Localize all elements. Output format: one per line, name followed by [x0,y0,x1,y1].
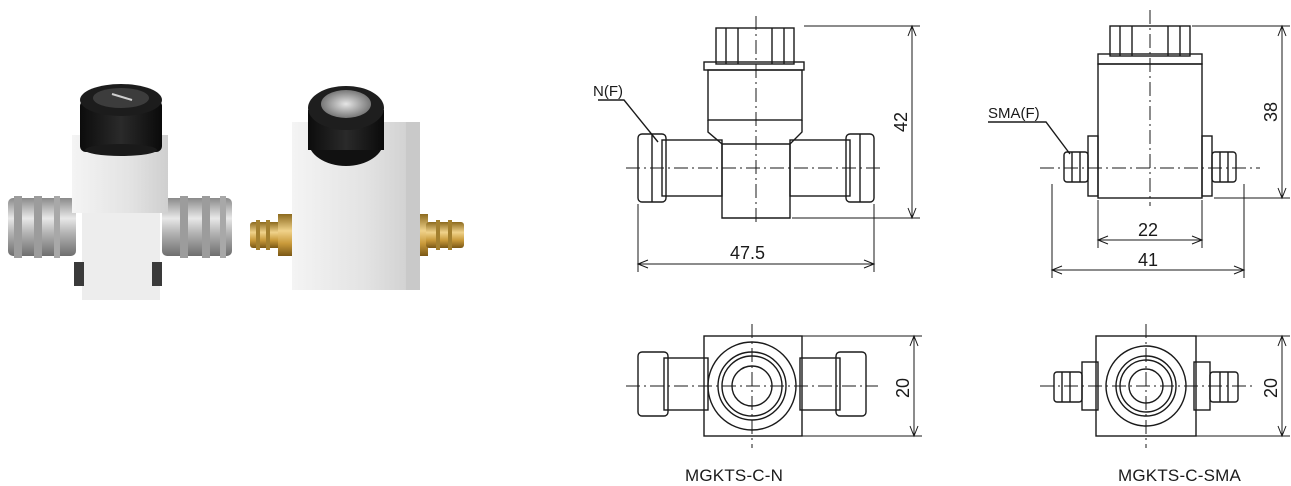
photo-sma-device [250,86,464,290]
dim-depth-sma: 20 [1261,378,1281,398]
drawing-mgkts-c-sma-top-view [1040,324,1290,448]
connector-label-sma: SMA(F) [988,105,1040,122]
dim-height-n: 42 [891,112,911,132]
drawing-mgkts-c-sma [988,10,1290,278]
dim-width-sma: 41 [1138,250,1158,270]
photo-n-type-device [8,84,232,300]
drawing-mgkts-c-n-top-view [626,324,922,448]
drawing-mgkts-c-n [598,16,920,272]
dim-depth-n: 20 [893,378,913,398]
dim-height-sma: 38 [1261,102,1281,122]
dim-body-width-sma: 22 [1138,220,1158,240]
dim-width-n: 47.5 [730,243,765,263]
model-caption-sma: MGKTS-C-SMA [1118,466,1242,485]
model-caption-n: MGKTS-C-N [685,466,784,485]
connector-label-n: N(F) [593,83,623,100]
